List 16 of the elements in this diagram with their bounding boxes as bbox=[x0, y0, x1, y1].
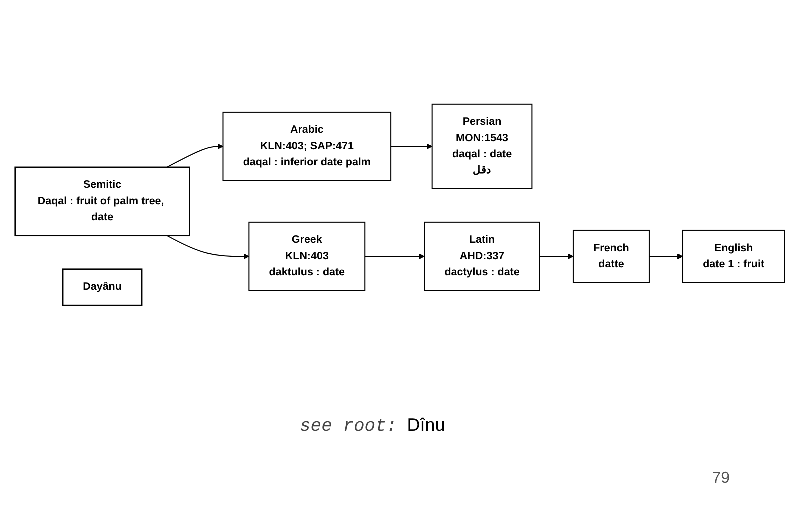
node-box: French datte bbox=[572, 230, 650, 284]
arrow bbox=[365, 254, 425, 260]
arrow bbox=[540, 254, 574, 260]
arrow bbox=[391, 144, 433, 150]
arrow bbox=[649, 254, 684, 260]
node-box: Semitic Daqal : fruit of palm tree, date bbox=[14, 166, 190, 237]
node-box: Arabic KLN:403; SAP:471 daqal : inferior date palm bbox=[222, 112, 392, 182]
cross-reference-label: see root: bbox=[300, 417, 398, 437]
page-number: 79 bbox=[712, 470, 730, 487]
root-word: Dînu bbox=[407, 415, 446, 435]
arrow bbox=[166, 235, 250, 260]
node-box: Dayânu bbox=[62, 268, 143, 306]
node-box: Latin AHD:337 dactylus : date bbox=[424, 222, 540, 292]
arrow bbox=[166, 144, 224, 168]
node-box: Greek KLN:403 daktulus : date bbox=[248, 222, 366, 292]
node-box: English date 1 : fruit bbox=[682, 230, 786, 284]
